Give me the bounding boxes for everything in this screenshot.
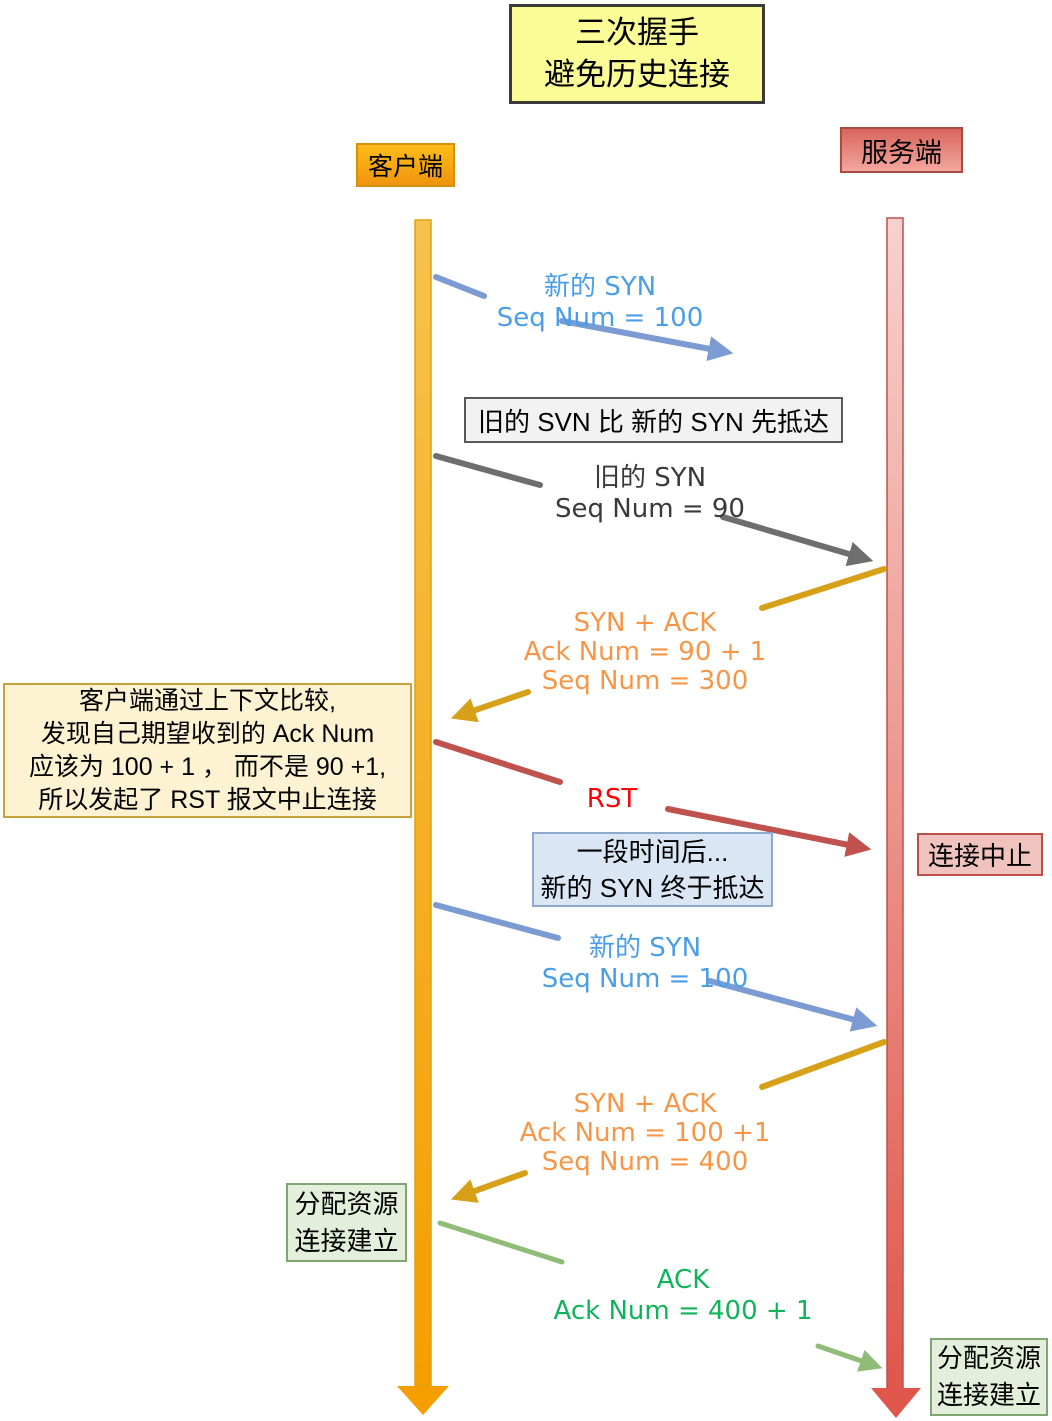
note-time-later: 一段时间后... 新的 SYN 终于抵达	[532, 832, 773, 907]
old-syn-arrow	[433, 453, 874, 567]
new-syn-1-arrow	[433, 274, 734, 362]
new-syn-2-arrow	[433, 902, 878, 1032]
message-line: Seq Num = 90	[555, 494, 745, 524]
actor-server: 服务端	[840, 127, 963, 173]
title-line-1: 三次握手	[575, 15, 699, 50]
diagram-title: 三次握手 避免历史连接	[509, 4, 765, 104]
note-time-later-line-1: 一段时间后...	[576, 836, 729, 867]
message-label-rst: RST	[552, 784, 672, 815]
rst-arrow	[433, 739, 872, 857]
note-client-established: 分配资源 连接建立	[286, 1183, 407, 1262]
note-line: 所以发起了 RST 报文中止连接	[38, 785, 377, 814]
message-line: SYN + ACK	[573, 1089, 717, 1119]
note-client-established-line-2: 连接建立	[294, 1225, 399, 1256]
message-label-new-syn-1: 新的 SYN Seq Num = 100	[470, 272, 730, 334]
server-lifeline	[871, 217, 921, 1418]
note-time-later-line-2: 新的 SYN 终于抵达	[540, 872, 765, 903]
note-line: 客户端通过上下文比较,	[79, 686, 336, 715]
note-line: 发现自己期望收到的 Ack Num	[40, 719, 375, 748]
note-server-established-line-1: 分配资源	[936, 1343, 1041, 1373]
message-line: Seq Num = 100	[496, 303, 704, 333]
note-line: 应该为 100 + 1 ， 而不是 90 +1,	[28, 752, 387, 781]
message-line: Ack Num = 90 + 1	[523, 637, 767, 667]
message-line: Seq Num = 300	[541, 666, 749, 696]
message-line: 新的 SYN	[543, 272, 657, 302]
message-line: Ack Num = 400 + 1	[553, 1296, 813, 1326]
message-line: Ack Num = 100 +1	[519, 1118, 771, 1148]
message-line: 旧的 SYN	[593, 463, 707, 493]
message-label-new-syn-2: 新的 SYN Seq Num = 100	[515, 933, 775, 995]
message-line: ACK	[656, 1265, 710, 1295]
note-connection-abort: 连接中止	[917, 833, 1043, 876]
actor-server-label: 服务端	[861, 137, 942, 168]
message-label-old-syn: 旧的 SYN Seq Num = 90	[520, 463, 780, 525]
note-connection-abort-text: 连接中止	[927, 841, 1032, 871]
title-line-2: 避免历史连接	[544, 57, 730, 92]
note-old-syn-first-text: 旧的 SVN 比 新的 SYN 先抵达	[477, 406, 830, 437]
actor-client-label: 客户端	[367, 153, 443, 181]
syn-ack-2-arrow	[450, 1039, 887, 1203]
message-line: 新的 SYN	[588, 933, 702, 963]
message-line: RST	[586, 784, 638, 814]
message-label-ack: ACK Ack Num = 400 + 1	[553, 1265, 813, 1327]
message-line: SYN + ACK	[573, 608, 717, 638]
message-line: Seq Num = 400	[541, 1147, 749, 1177]
note-client-established-line-1: 分配资源	[294, 1188, 399, 1219]
syn-ack-1-arrow	[450, 566, 887, 723]
ack-arrow	[437, 1220, 883, 1372]
note-server-established: 分配资源 连接建立	[930, 1338, 1048, 1416]
message-line: Seq Num = 100	[541, 964, 749, 994]
note-client-analysis: 客户端通过上下文比较, 发现自己期望收到的 Ack Num 应该为 100 + …	[3, 683, 412, 818]
client-lifeline	[397, 219, 449, 1415]
note-old-syn-first: 旧的 SVN 比 新的 SYN 先抵达	[464, 397, 843, 443]
message-label-syn-ack-1: SYN + ACK Ack Num = 90 + 1 Seq Num = 300	[500, 609, 790, 696]
actor-client: 客户端	[356, 143, 455, 187]
message-label-syn-ack-2: SYN + ACK Ack Num = 100 +1 Seq Num = 400	[500, 1090, 790, 1177]
note-server-established-line-2: 连接建立	[936, 1380, 1041, 1410]
